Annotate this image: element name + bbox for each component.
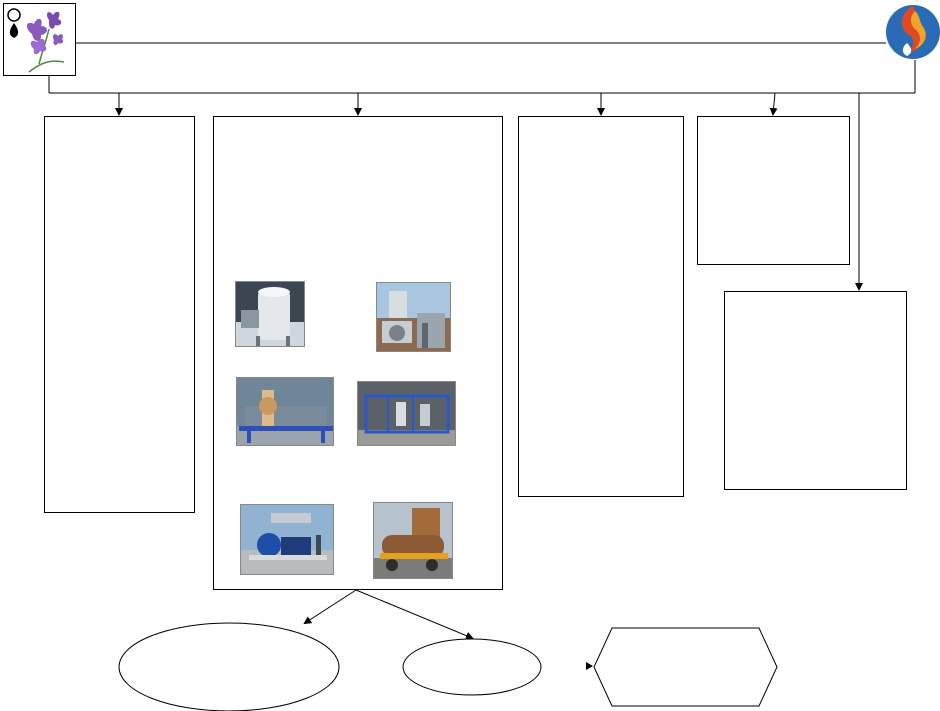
box-5: [724, 291, 907, 490]
hexagon: [593, 627, 778, 707]
box-3: [518, 116, 684, 497]
filter-press-equipment-photo: [236, 377, 334, 446]
ellipse-small: [402, 638, 542, 696]
skid-mounted-module-photo: [357, 381, 456, 446]
iris-flower-oil-drop-logo: [3, 3, 76, 76]
box-4: [697, 116, 850, 265]
ellipse-large: [118, 622, 340, 711]
flame-water-swirl-logo: [885, 3, 940, 60]
box-1: [44, 116, 195, 513]
pressure-vessel-equipment-photo: [235, 281, 305, 347]
pump-skid-photo: [240, 504, 334, 575]
rotary-drum-dryer-photo: [373, 502, 453, 579]
industrial-plant-photo: [376, 282, 451, 352]
